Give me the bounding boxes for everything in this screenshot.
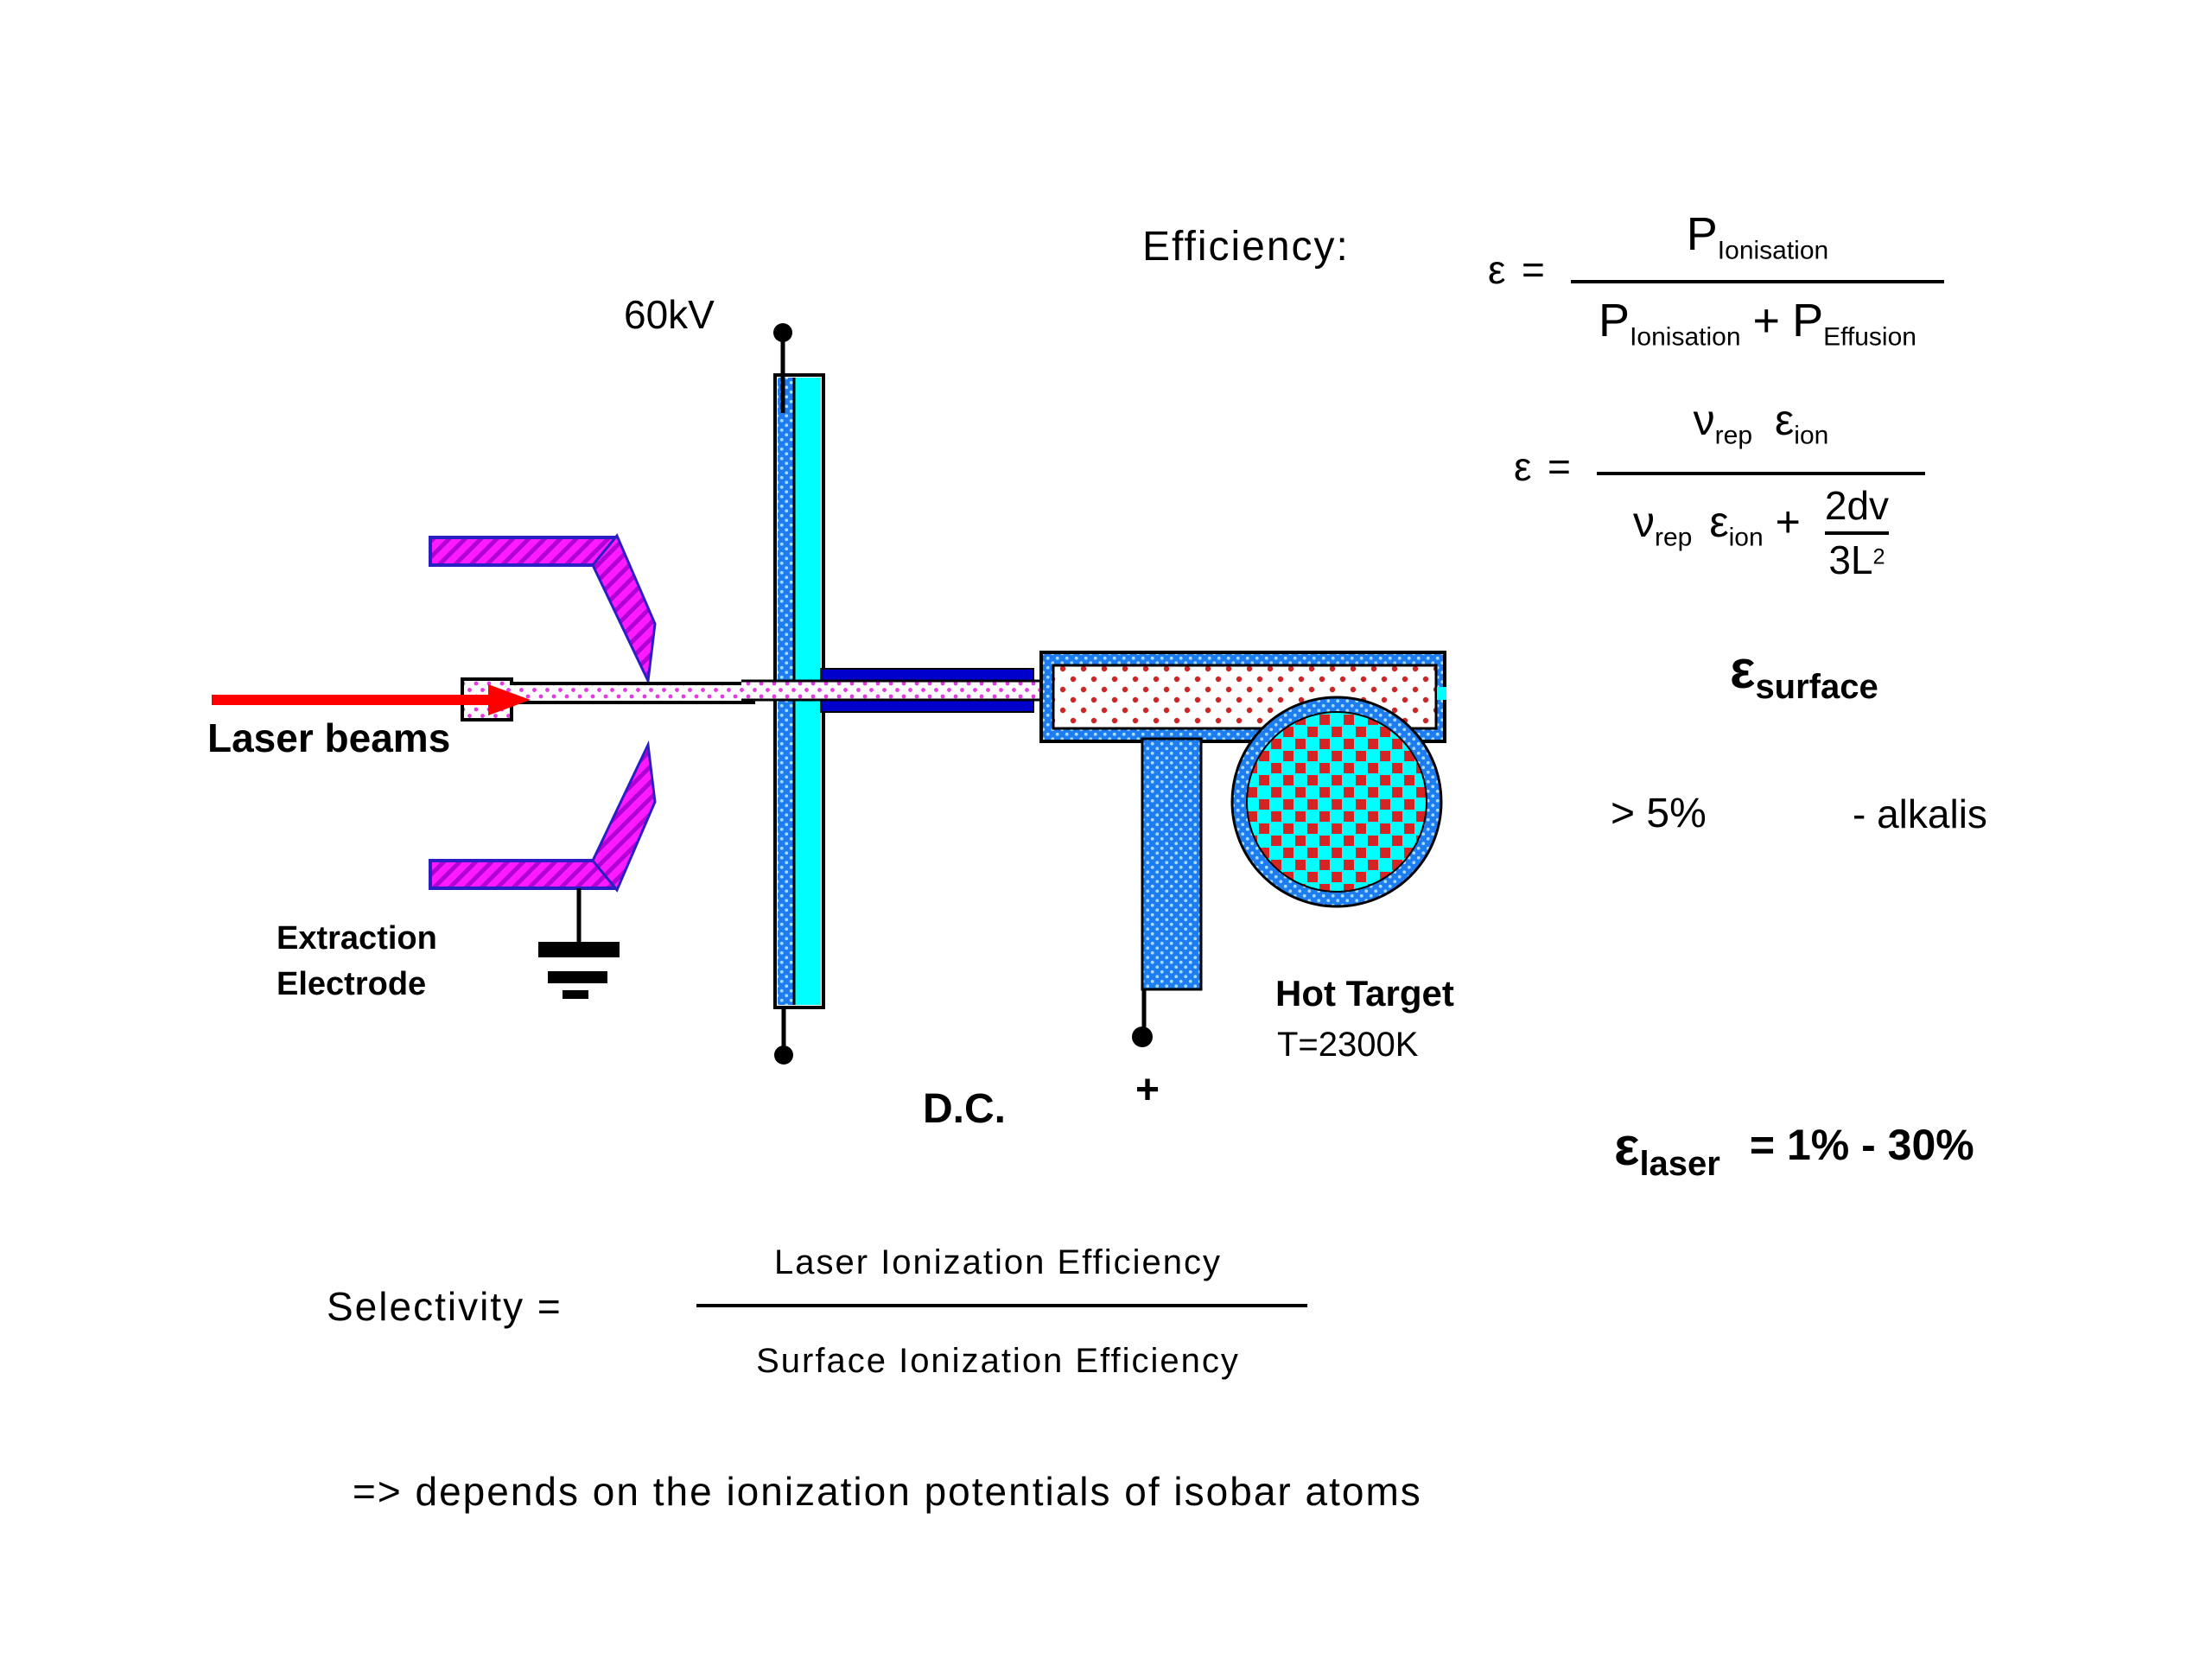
p-ionisation2-base: P [1599, 295, 1630, 346]
plus-label: + [1135, 1067, 1160, 1113]
extraction-electrode-label-line1: Extraction [276, 920, 437, 957]
hot-target-label: Hot Target [1275, 973, 1454, 1014]
temperature-label: T=2300K [1277, 1026, 1419, 1064]
epsilon-laser-value: = 1% - 30% [1749, 1121, 1974, 1169]
beam-channel [741, 681, 1046, 700]
epsilon-laser-sub: laser [1639, 1145, 1720, 1183]
target-disc [1233, 698, 1440, 906]
epsilon-surface-sub: surface [1755, 668, 1878, 706]
formula-pressure-plus: + [1752, 295, 1781, 346]
mini-fraction-bar [1824, 531, 1890, 535]
eps-ion-base: ε [1775, 396, 1795, 444]
extraction-electrode-bottom-bar [429, 859, 617, 890]
epsilon-surface: εsurface [1730, 639, 1878, 707]
selectivity-denominator: Surface Ionization Efficiency [756, 1342, 1240, 1380]
target-disc-outer-ring [1230, 696, 1443, 908]
formula-pressure-denominator: PIonisation+PEffusion [1571, 283, 1944, 353]
surface-value: > 5% [1611, 791, 1707, 836]
p-ionisation2-sub: Ionisation [1630, 322, 1741, 352]
leg-terminal-dot [1132, 1027, 1153, 1047]
heater-leg [1141, 737, 1203, 991]
surface-note: - alkalis [1853, 791, 1987, 836]
extraction-electrode-top-bar [429, 536, 617, 567]
mini-fraction-numerator: 2dv [1824, 483, 1890, 528]
exit-aperture [1437, 687, 1446, 700]
ground-bar-2 [548, 971, 607, 983]
p-ionisation-base: P [1686, 208, 1718, 260]
epsilon-laser: εlaser = 1% - 30% [1614, 1116, 1974, 1184]
mini-den-base: 3L [1828, 537, 1873, 582]
ground-bar-1 [538, 942, 620, 957]
efficiency-heading: Efficiency: [1142, 224, 1350, 270]
formula-rep-plus: + [1775, 497, 1801, 546]
dc-label: D.C. [923, 1086, 1006, 1132]
formula-pressure-epsilon: ε [1488, 247, 1506, 292]
eps-ion2-base: ε [1709, 497, 1729, 546]
eps-ion-sub: ion [1794, 421, 1829, 450]
formula-pressure-numerator: PIonisation [1571, 207, 1944, 280]
nu-base: ν [1693, 396, 1715, 444]
selectivity-conclusion: => depends on the ionization potentials … [353, 1469, 1422, 1514]
nu2-sub: rep [1654, 523, 1693, 552]
extraction-electrode-label-line2: Electrode [276, 966, 427, 1003]
bottom-terminal-dot [774, 1046, 793, 1065]
tube-top-wall [820, 668, 1034, 682]
formula-rep-equals: = [1547, 444, 1571, 489]
laser-arrow-shaft [212, 695, 490, 705]
formula-pressure-fraction: PIonisation PIonisation+PEffusion [1571, 207, 1944, 353]
epsilon-surface-base: ε [1730, 640, 1756, 700]
eps-ion2-sub: ion [1728, 523, 1764, 552]
mini-den-exponent: 2 [1872, 544, 1885, 569]
epsilon-laser-base: ε [1614, 1117, 1640, 1177]
laser-beams-label: Laser beams [207, 715, 451, 760]
target-container-cavity [1052, 664, 1438, 730]
formula-rep-lhs: ε = [1514, 444, 1571, 490]
formula-pressure-lhs: ε = [1488, 247, 1545, 293]
p-effusion-base: P [1792, 295, 1824, 346]
extraction-electrode-bottom-tip [591, 740, 657, 893]
voltage-label: 60kV [624, 292, 715, 337]
p-ionisation-sub: Ionisation [1717, 236, 1829, 265]
laser-arrow-head [488, 684, 531, 715]
mini-fraction: 2dv 3L2 [1824, 483, 1890, 582]
selectivity-fraction-bar [696, 1304, 1307, 1307]
selectivity-lhs: Selectivity = [327, 1284, 563, 1329]
formula-rep-bar [1597, 472, 1925, 475]
extraction-electrode-label: Extraction Electrode [276, 916, 437, 1007]
formula-pressure-bar [1571, 280, 1944, 283]
nu2-base: ν [1632, 497, 1655, 546]
mini-fraction-denominator: 3L2 [1825, 537, 1889, 582]
target-disc-inner-ring [1246, 711, 1427, 893]
selectivity-numerator: Laser Ionization Efficiency [774, 1243, 1222, 1281]
ground-bar-3 [563, 990, 588, 999]
formula-rep-epsilon: ε [1514, 444, 1532, 489]
top-terminal-dot [773, 323, 792, 342]
tube-bottom-wall [820, 699, 1034, 713]
nu-sub: rep [1714, 421, 1752, 450]
extraction-electrode-top-tip [591, 533, 657, 686]
formula-pressure-equals: = [1521, 247, 1545, 292]
p-effusion-sub: Effusion [1823, 322, 1916, 352]
